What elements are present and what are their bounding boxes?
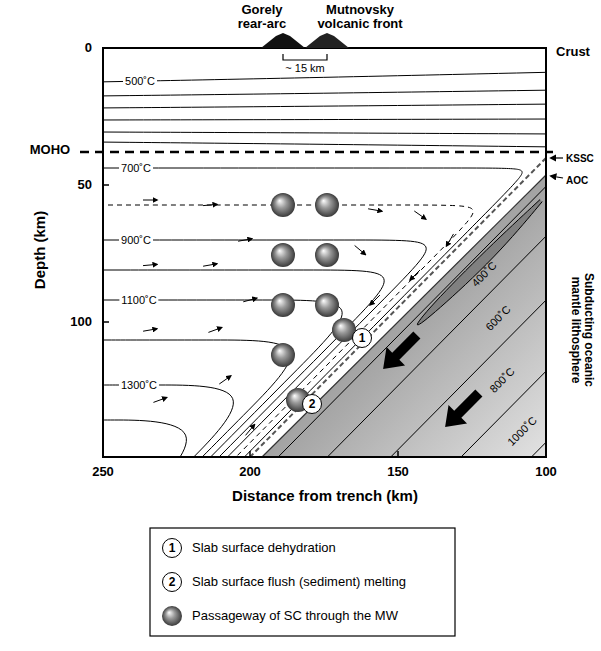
isotherm-label: 900˚C [119, 234, 153, 246]
text-label: 50 [78, 178, 92, 192]
passageway-spheres [271, 193, 356, 412]
flow-arrow [219, 376, 230, 384]
isotherm-line [90, 168, 522, 529]
text-label: Crust [556, 45, 590, 59]
slab-motion-arrows [374, 326, 488, 436]
callout-circle: 2 [162, 572, 182, 592]
slab-motion-arrow [436, 384, 488, 436]
isotherm-line [103, 142, 546, 147]
passageway-sphere [271, 193, 295, 217]
plot-frame [103, 48, 546, 457]
callout-circle: 2 [302, 394, 322, 414]
callout-circle: 1 [162, 538, 182, 558]
distance-bracket [283, 54, 327, 60]
passageway-sphere [315, 193, 339, 217]
text-label: 0 [85, 41, 92, 55]
aoc-surface [262, 175, 546, 457]
callout-number: 1 [359, 332, 366, 344]
text-label: 250 [92, 465, 114, 479]
isotherm-line [90, 420, 186, 503]
isotherm-line [90, 300, 342, 512]
callout-number: 2 [169, 576, 176, 588]
isotherm-line [90, 205, 473, 525]
text-label: 100 [535, 465, 557, 479]
isotherm-line [143, 49, 601, 651]
isotherm-line [90, 385, 233, 504]
isotherm-line [90, 270, 384, 516]
passageway-sphere [315, 293, 339, 317]
kssc-layer [250, 158, 546, 457]
flow-arrow [143, 200, 157, 201]
passageway-sphere [271, 293, 295, 317]
slab-motion-arrow [374, 326, 426, 378]
flow-arrow [355, 246, 366, 255]
callout-number: 1 [169, 542, 176, 554]
text-label: ~ 15 km [283, 62, 326, 74]
isotherm-line [103, 119, 546, 120]
isotherm-label: 1100˚C [119, 294, 158, 306]
legend-box [150, 528, 455, 636]
text-label: AOC [566, 175, 588, 186]
slab-isotherms [87, 0, 601, 651]
flow-arrow [243, 298, 257, 302]
isotherm-label: 1300˚C [119, 379, 159, 391]
flow-arrow [447, 234, 454, 246]
text-label: KSSC [566, 153, 594, 164]
isotherm-label: 700˚C [119, 162, 153, 174]
isotherm-line [179, 84, 601, 651]
passageway-sphere [271, 343, 295, 367]
passageway-sphere [315, 243, 339, 267]
flow-arrow [203, 264, 217, 266]
flow-arrow [370, 295, 380, 305]
moho-line [80, 151, 553, 154]
flow-arrow [246, 425, 255, 436]
text-label: Subducting oceanic mantle lithosphere [569, 265, 595, 395]
leader-arrows [551, 158, 563, 178]
flow-arrow [153, 398, 166, 403]
isotherm-line [103, 132, 546, 134]
legend-text: Passageway of SC through the MW [192, 609, 398, 623]
text-label: 100 [70, 315, 92, 329]
wedge-isotherms [90, 168, 522, 529]
passageway-sphere [271, 243, 295, 267]
isotherm-line [87, 0, 601, 650]
flow-arrow [203, 204, 217, 205]
axis-ticks [103, 48, 398, 457]
legend-text: Slab surface dehydration [192, 541, 336, 555]
flow-arrow [208, 328, 221, 333]
gorely-volcano [261, 33, 305, 48]
isotherm-label: 500˚C [123, 75, 157, 87]
isotherm-line [90, 340, 290, 508]
text-label: 150 [387, 465, 409, 479]
text-label: MOHO [30, 143, 70, 157]
mantle-flow-arrows [143, 200, 454, 435]
text-label: Distance from trench (km) [232, 488, 418, 505]
isotherm-line [103, 104, 546, 108]
callout-number: 2 [309, 398, 316, 410]
flow-arrow [143, 329, 157, 331]
text-label: Depth (km) [32, 211, 49, 289]
callout-circle: 1 [352, 328, 372, 348]
flow-arrow [238, 239, 252, 241]
flow-arrow [414, 211, 425, 219]
cold-core-isotherm [417, 200, 542, 325]
isotherm-line [90, 240, 426, 520]
isotherm-line [103, 90, 546, 96]
crust-isotherms [103, 72, 546, 147]
flow-arrow [368, 209, 382, 211]
legend-text: Slab surface flush (sediment) melting [192, 575, 406, 589]
text-label: Gorely rear-arc [230, 3, 294, 32]
mutnovsky-volcano [305, 33, 349, 48]
text-label: 200 [239, 465, 261, 479]
flow-arrow [410, 270, 420, 280]
legend-sphere-sample [162, 606, 182, 626]
flow-arrow [143, 264, 157, 265]
text-label: Mutnovsky volcanic front [305, 3, 415, 32]
isotherm-line [111, 17, 601, 651]
